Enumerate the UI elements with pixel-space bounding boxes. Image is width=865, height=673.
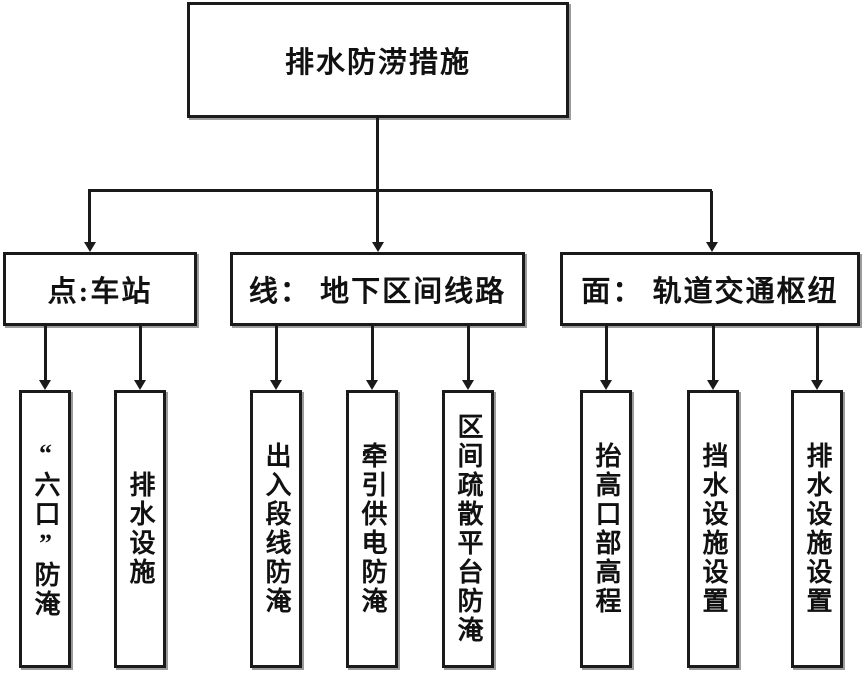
node-leaf-water-retaining-facilities: 挡水设施设置: [687, 390, 739, 668]
node-leaf-traction-power-flood-protection: 牵引供电防淹: [346, 390, 398, 668]
connector-leaf-3: [275, 326, 278, 381]
node-leaf-label: 出入段线防淹: [262, 442, 291, 616]
node-leaf-evacuation-platform-flood-protection: 区间疏散平台防淹: [442, 390, 494, 668]
connector-leaf-1: [44, 326, 47, 381]
node-root: 排水防涝措施: [187, 2, 569, 118]
connector-distributor: [88, 189, 712, 192]
arrowhead-leaf-8: [811, 380, 823, 390]
connector-leaf-5: [467, 326, 470, 381]
arrowhead-leaf-3: [270, 380, 282, 390]
connector-leaf-6: [605, 326, 608, 381]
connector-leaf-2: [139, 326, 142, 381]
node-leaf-drainage-facilities: 排水设施: [114, 390, 166, 668]
arrowhead-leaf-7: [707, 380, 719, 390]
arrowhead-branch-center: [372, 242, 384, 252]
node-leaf-label: 区间疏散平台防淹: [454, 413, 483, 645]
node-leaf-label: 牵引供电防淹: [358, 442, 387, 616]
node-leaf-label: 抬高口部高程: [592, 442, 621, 616]
node-branch-label: 点:车站: [47, 276, 153, 308]
arrowhead-leaf-4: [366, 380, 378, 390]
arrowhead-leaf-1: [39, 380, 51, 390]
node-branch-label: 面： 轨道交通枢纽: [581, 276, 839, 308]
node-branch-line-underground: 线： 地下区间线路: [230, 252, 525, 326]
arrowhead-branch-left: [84, 242, 96, 252]
node-branch-area-hub: 面： 轨道交通枢纽: [560, 252, 860, 326]
node-leaf-depot-line-flood-protection: 出入段线防淹: [250, 390, 302, 668]
connector-leaf-4: [371, 326, 374, 381]
node-leaf-label: 排水设施设置: [803, 442, 832, 616]
node-leaf-label: 排水设施: [126, 471, 155, 587]
node-leaf-liukou-flood-protection: “六口”防淹: [19, 390, 71, 668]
connector-leaf-8: [816, 326, 819, 381]
node-leaf-raise-opening-elevation: 抬高口部高程: [580, 390, 632, 668]
arrowhead-leaf-6: [600, 380, 612, 390]
connector-drop-center: [376, 191, 379, 243]
node-root-label: 排水防涝措施: [284, 47, 471, 79]
connector-drop-right: [710, 191, 713, 243]
arrowhead-leaf-5: [462, 380, 474, 390]
node-branch-point-station: 点:车站: [3, 252, 197, 326]
connector-drop-left: [88, 191, 91, 243]
connector-leaf-7: [712, 326, 715, 381]
arrowhead-leaf-2: [134, 380, 146, 390]
node-branch-label: 线： 地下区间线路: [248, 276, 507, 308]
node-leaf-label: 挡水设施设置: [699, 442, 728, 616]
arrowhead-branch-right: [706, 242, 718, 252]
node-leaf-label: “六口”防淹: [31, 439, 60, 619]
node-leaf-drainage-facilities-setup: 排水设施设置: [791, 390, 843, 668]
connector-root-trunk: [376, 118, 379, 191]
